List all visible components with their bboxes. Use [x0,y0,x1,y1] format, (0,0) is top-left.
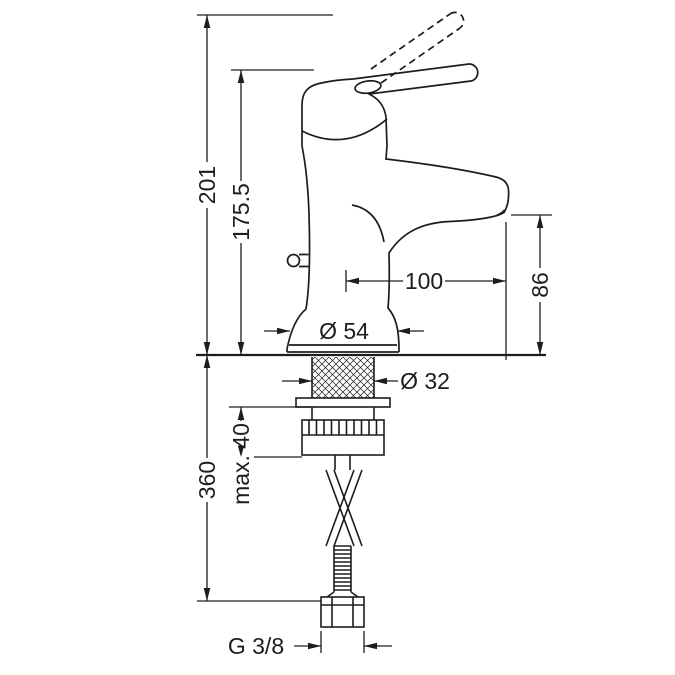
faucet-body-left-outline [286,78,354,352]
mounting-locknut [301,419,385,456]
dimension-label-connection-thread: G 3/8 [228,633,284,659]
dimension-max-counter-thickness: max. 40 [228,406,312,505]
dimension-hose-length: 360 [194,355,322,602]
threaded-shank [311,357,375,398]
spout-inner-curve [351,204,385,243]
dimension-connection-thread: G 3/8 [228,631,392,659]
hose-ribs [334,549,351,591]
dimension-spout-reach: 100 [345,222,507,360]
dimension-label-total-height: 201 [194,166,220,204]
dimension-height-to-handle-top: 175.5 [228,69,314,355]
dimension-spout-height: 86 [511,214,553,355]
spout-aerator-line [496,209,506,216]
dimension-label-height-to-handle-top: 175.5 [228,183,254,241]
dimension-label-spout-reach: 100 [405,268,443,294]
locknut-castellations [308,420,378,435]
popup-rod-knob [286,253,309,268]
faucet-outline [286,11,510,353]
mounting-assembly [295,357,391,628]
handle-raised-position-dashed [370,11,465,84]
handle-collar [354,79,382,95]
handle-lever [352,63,479,147]
dimension-base-diameter: Ø 54 [264,318,424,344]
shank-lower-section [311,407,375,420]
dimension-label-max-counter-thickness: max. 40 [228,423,254,505]
down-arrowhead [237,445,245,457]
dimension-total-height: 201 [194,14,333,355]
handle-cap-rim [301,118,388,141]
dimension-shank-diameter: Ø 32 [282,368,450,394]
hose-connector-nut [320,591,365,628]
dimension-label-base-diameter: Ø 54 [319,318,369,344]
ribbed-hose-section [333,545,352,592]
spout-outline [385,145,510,352]
dimension-label-spout-height: 86 [527,272,553,298]
crossed-supply-hoses [325,469,363,547]
hose-stub [334,455,351,470]
dimension-label-shank-diameter: Ø 32 [400,368,450,394]
dimension-label-hose-length: 360 [194,461,220,499]
mounting-washer [295,397,391,408]
